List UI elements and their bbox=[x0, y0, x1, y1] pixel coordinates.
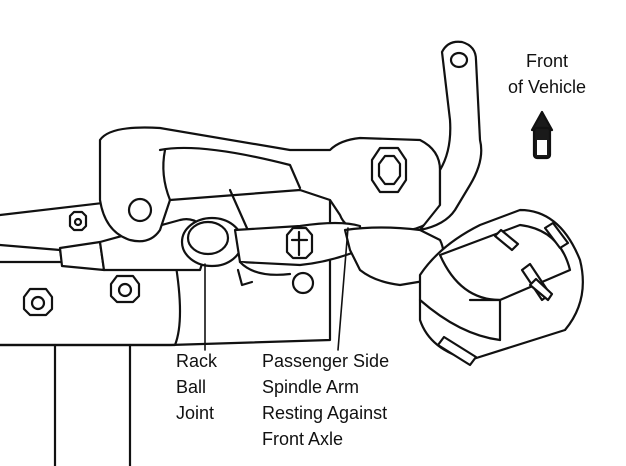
front-label-line-2: of Vehicle bbox=[507, 77, 587, 97]
spindle-leader-line bbox=[337, 227, 349, 351]
front-of-vehicle-label: Front of Vehicle bbox=[497, 48, 597, 100]
wheel-studs bbox=[436, 221, 570, 367]
spindle-label-line-2: Spindle Arm bbox=[262, 377, 360, 397]
spindle-label-line-3: Resting Against bbox=[262, 403, 388, 423]
front-label-line-1: Front bbox=[525, 51, 568, 71]
rack-label-line-1: Rack bbox=[176, 351, 218, 371]
frame-bolts bbox=[22, 210, 141, 317]
axle-bracket bbox=[98, 126, 442, 243]
rack-ball-joint bbox=[180, 216, 244, 268]
rack-label-line-3: Joint bbox=[176, 403, 215, 423]
spindle-label-line-1: Passenger Side bbox=[262, 351, 390, 371]
wheel-hub bbox=[418, 208, 584, 362]
tie-rod bbox=[0, 218, 212, 272]
leader-lines bbox=[204, 227, 349, 351]
spindle-label-line-4: Front Axle bbox=[262, 429, 344, 449]
steering-knuckle-arm bbox=[418, 40, 483, 232]
arm-bolt bbox=[370, 146, 408, 194]
spindle-arm-label: Passenger Side Spindle Arm Resting Again… bbox=[262, 348, 389, 452]
front-arrow bbox=[530, 110, 554, 160]
rack-label-line-2: Ball bbox=[176, 377, 207, 397]
rack-ball-joint-label: Rack Ball Joint bbox=[176, 348, 217, 426]
castle-nut bbox=[285, 226, 314, 260]
